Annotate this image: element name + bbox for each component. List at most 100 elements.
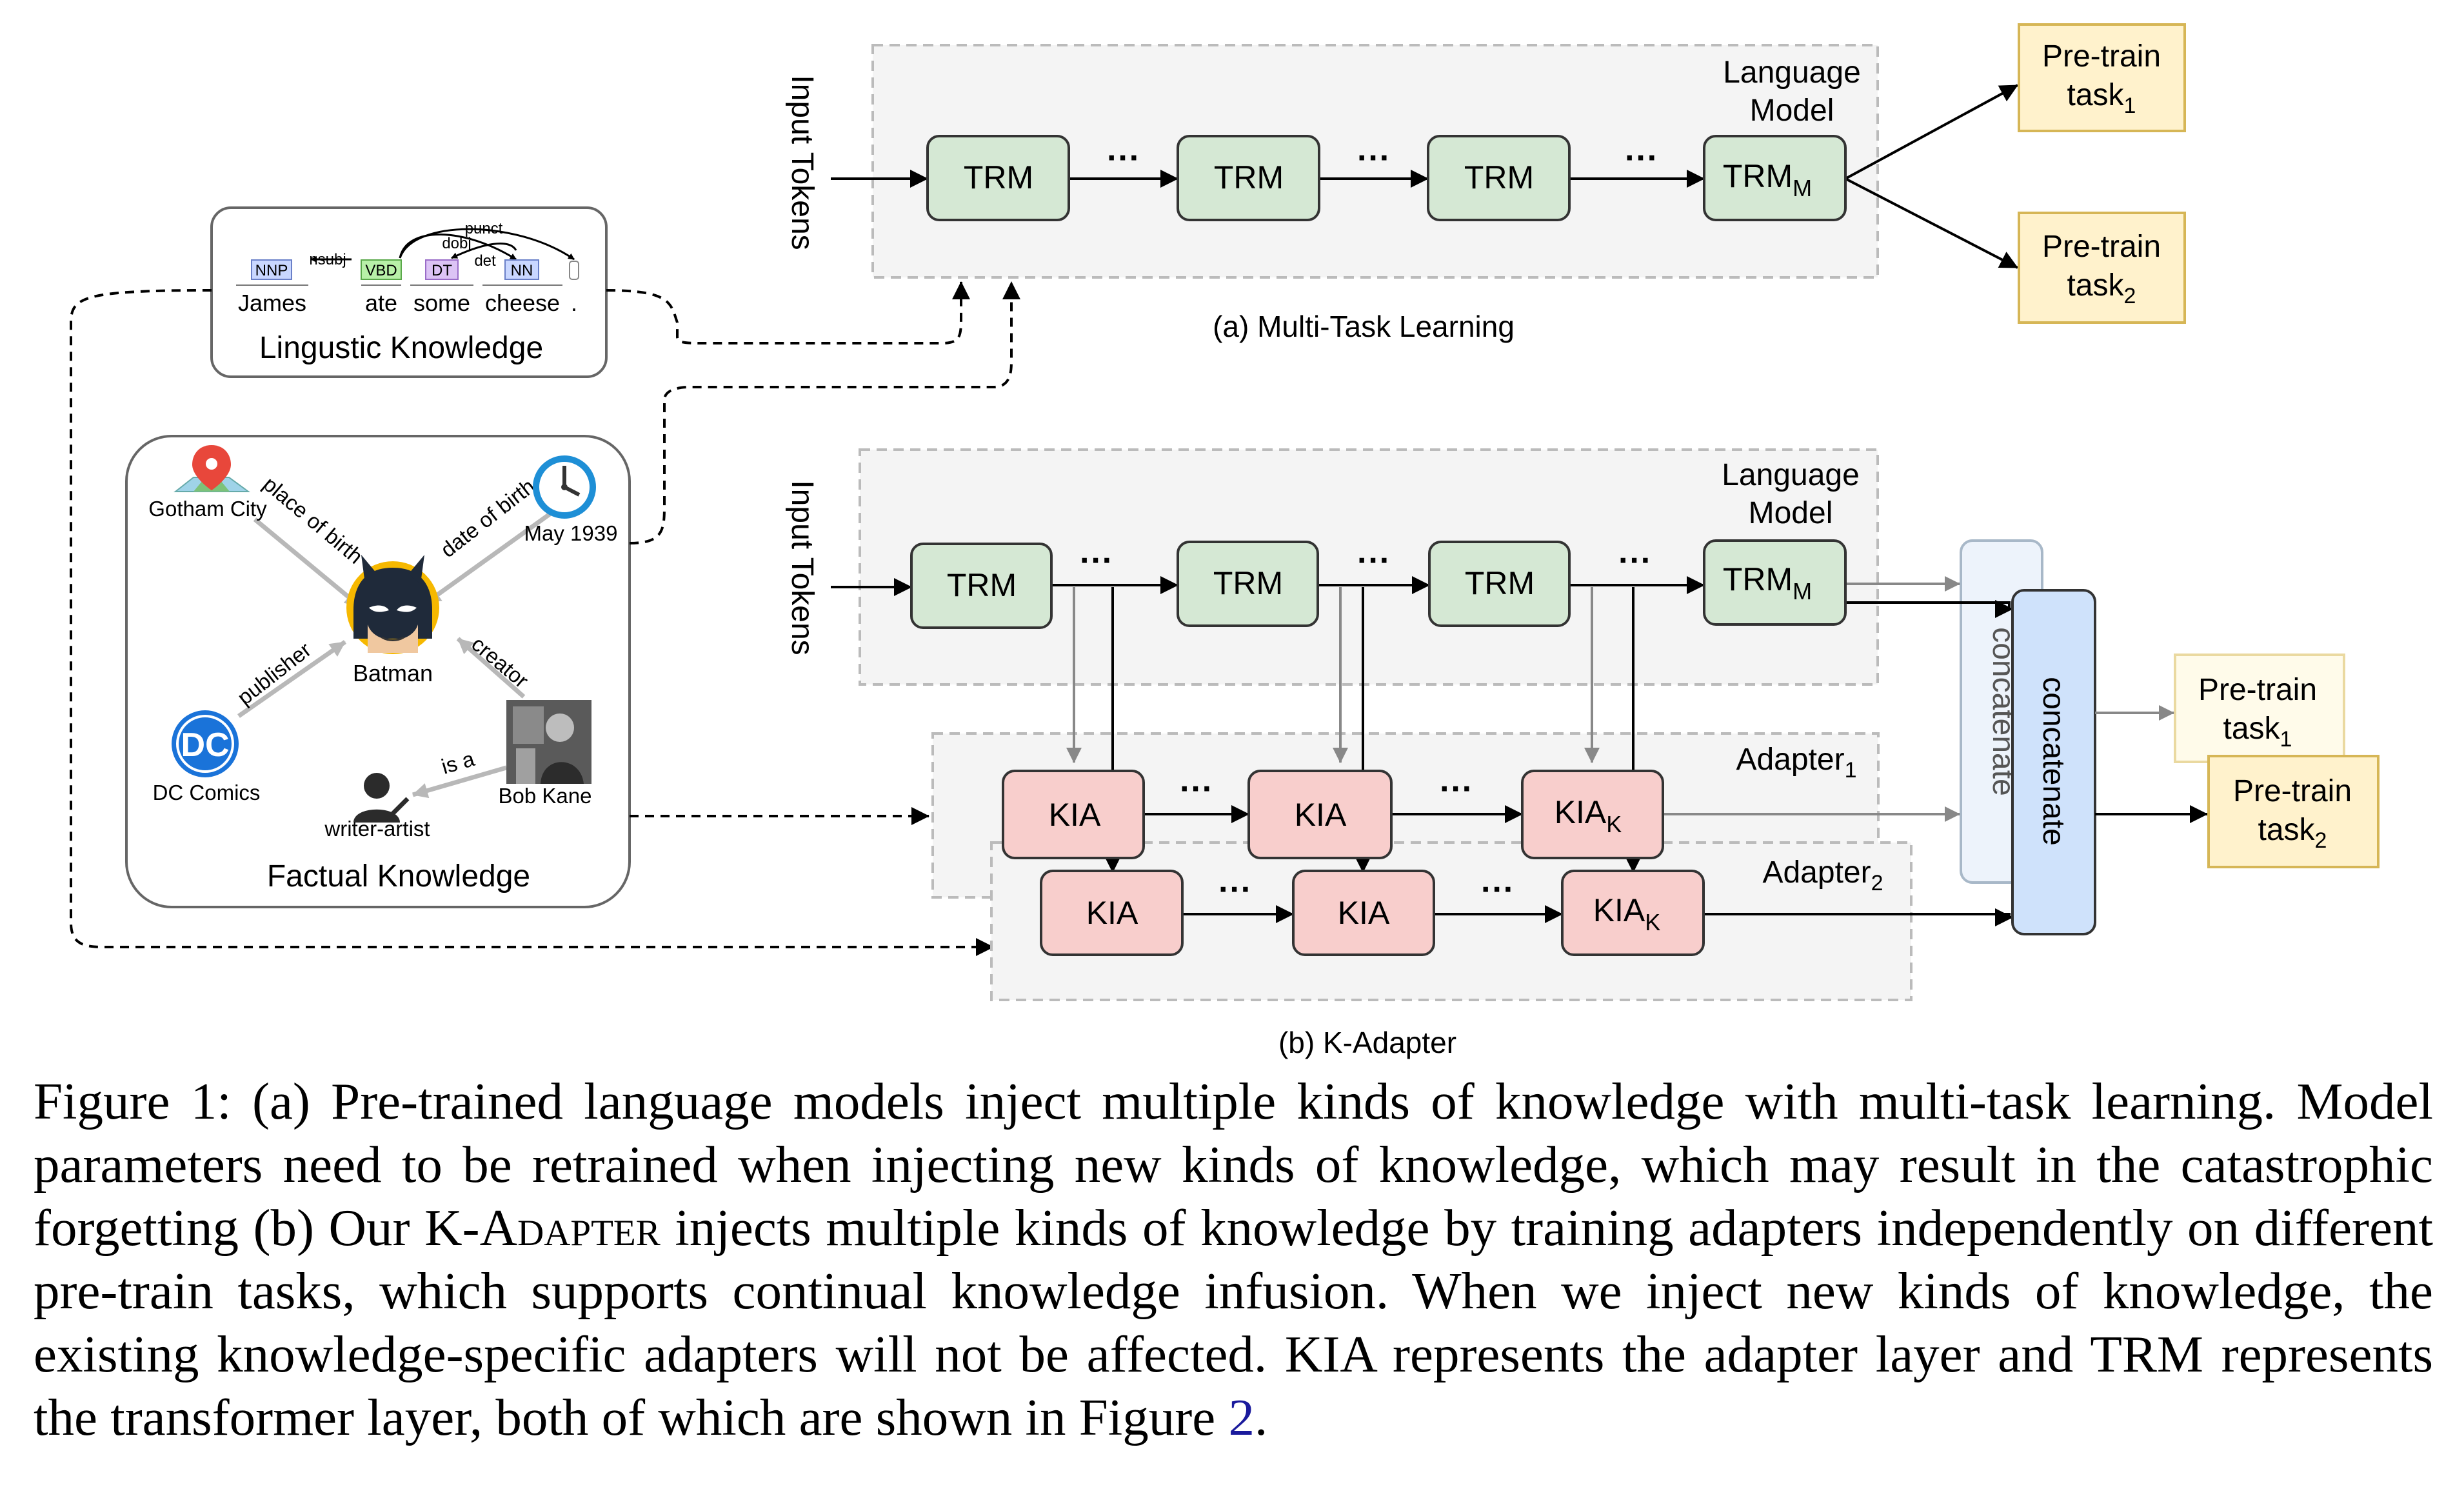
multi-task-learning-diagram: Language Model Input Tokens TRM ··· TRM … [785, 23, 2186, 343]
adapter-1-kia-k-label: KIAK [1555, 794, 1622, 837]
entity-writer-artist: writer-artist [324, 817, 430, 841]
caption-name-adapter: Adapter [479, 1199, 661, 1257]
mtl-dots-2: ··· [1357, 139, 1391, 177]
kad-pretrain-task-1 [2174, 654, 2345, 763]
arc-label-punct: punct [465, 220, 503, 237]
token-period: . [571, 290, 577, 316]
mtl-task-2-line-1: Pre-train [2042, 230, 2161, 264]
pos-tag-nn: NN [511, 262, 533, 279]
token-james: James [238, 290, 306, 316]
mtl-trm-m [1703, 135, 1847, 221]
token-some: some [413, 290, 470, 316]
kad-trm-m-label: TRMM [1723, 561, 1812, 604]
entity-gotham-city: Gotham City [148, 497, 267, 521]
linguistic-knowledge-panel: nsubj dobj det punct NNP VBD DT NN James… [210, 206, 608, 378]
dc-comics-logo-icon: DC [172, 710, 239, 777]
arc-label-det: det [474, 252, 496, 270]
pos-tag-vbd-pill [361, 259, 402, 280]
kad-dots-1: ··· [1080, 542, 1113, 579]
dependency-arcs [310, 228, 575, 263]
kad-trm-2-label: TRM [1213, 565, 1283, 601]
kad-trm-3-label: TRM [1465, 565, 1535, 601]
pos-tag-vbd: VBD [365, 262, 397, 279]
mtl-pretrain-task-1 [2018, 23, 2186, 132]
adapter-2-kia-2 [1292, 870, 1435, 956]
adapter-1-kia-k [1521, 770, 1664, 859]
caption-part-1: Figure 1: (a) Pre-trained language model… [34, 1072, 2433, 1257]
kad-trm-3 [1428, 541, 1571, 627]
adapter-1-kia-2 [1247, 770, 1393, 859]
pos-tag-nnp: NNP [255, 262, 288, 279]
entity-batman: Batman [353, 660, 433, 686]
bob-kane-photo [506, 700, 591, 784]
concatenate-front [2011, 589, 2096, 935]
kad-language-model-label-1: Language [1722, 458, 1860, 492]
k-adapter-diagram: Language Model Input Tokens Adapter1 Ada… [785, 448, 2380, 1059]
factual-knowledge-title: Factual Knowledge [267, 859, 530, 893]
kad-trm-1 [910, 543, 1053, 629]
arc-label-dobj: dobj [442, 235, 471, 252]
adapter-1-dots-2: ··· [1440, 770, 1473, 808]
mtl-trm-3 [1427, 135, 1571, 221]
adapter-1-kia-1-label: KIA [1049, 797, 1101, 833]
kad-input-tokens-label: Input Tokens [785, 480, 819, 655]
kad-task-2-line-1: Pre-train [2233, 774, 2352, 808]
kad-pretrain-task-2 [2207, 755, 2380, 868]
kad-dots-2: ··· [1357, 542, 1391, 579]
adapter-1-label: Adapter1 [1736, 743, 1856, 783]
entity-dc-comics: DC Comics [153, 781, 261, 804]
mtl-pretrain-task-2 [2018, 212, 2186, 324]
mtl-trm-2 [1177, 135, 1320, 221]
mtl-caption: (a) Multi-Task Learning [1213, 310, 1515, 343]
adapter-2-kia-2-label: KIA [1338, 895, 1390, 931]
mtl-task-2-line-2: task2 [2067, 268, 2136, 308]
linguistic-knowledge-title: Lingustic Knowledge [259, 331, 543, 365]
kad-language-model-label-2: Model [1749, 496, 1833, 530]
map-pin-icon [174, 445, 251, 492]
kad-trm-1-label: TRM [947, 567, 1017, 603]
caption-name-k: K- [424, 1199, 480, 1257]
adapter-2-dots-1: ··· [1218, 871, 1252, 908]
clock-icon [533, 455, 596, 519]
kad-dots-3: ··· [1618, 542, 1652, 579]
caption-part-2: injects multiple kinds of knowledge by t… [34, 1199, 2433, 1446]
arc-label-nsubj: nsubj [309, 251, 346, 268]
batman-icon [346, 555, 439, 654]
kad-caption: (b) K-Adapter [1278, 1026, 1456, 1059]
kad-trm-m [1703, 539, 1847, 626]
mtl-trm-m-label: TRMM [1723, 158, 1812, 201]
figure-2-reference-link[interactable]: 2 [1228, 1388, 1255, 1446]
adapter-1-dots-1: ··· [1180, 770, 1213, 808]
adapter-2-dots-2: ··· [1481, 871, 1515, 908]
pos-tag-nnp-pill [251, 259, 292, 280]
adapter-1-kia-2-label: KIA [1295, 797, 1347, 833]
token-ate: ate [365, 290, 397, 316]
kad-task-1-line-2: task1 [2223, 712, 2292, 752]
punct-token-pill [569, 261, 579, 280]
pos-tag-nn-pill [504, 259, 539, 280]
pos-tag-dt-pill [425, 259, 459, 280]
mtl-task-1-line-2: task1 [2067, 78, 2136, 118]
mtl-language-model-label-1: Language [1723, 55, 1861, 90]
mtl-input-tokens-label: Input Tokens [785, 75, 819, 250]
mtl-task-1-line-1: Pre-train [2042, 39, 2161, 74]
pos-tag-dt: DT [432, 262, 452, 279]
figure-caption: Figure 1: (a) Pre-trained language model… [34, 1070, 2433, 1449]
concatenate-front-label: concatenate [2036, 677, 2071, 846]
kad-task-1-line-1: Pre-train [2198, 673, 2317, 707]
adapter-1-kia-1 [1002, 770, 1145, 859]
mtl-dots-3: ··· [1625, 139, 1658, 177]
mtl-language-model-label-2: Model [1750, 94, 1834, 128]
entity-bob-kane: Bob Kane [499, 784, 592, 808]
token-cheese: cheese [485, 290, 560, 316]
caption-part-3: . [1254, 1388, 1268, 1446]
svg-text:DC: DC [181, 726, 229, 764]
adapter-2-kia-1 [1040, 870, 1184, 956]
mtl-dots-1: ··· [1107, 139, 1140, 177]
entity-may-1939: May 1939 [524, 521, 618, 545]
adapter-2-kia-k-label: KIAK [1593, 892, 1661, 935]
factual-knowledge-panel: place of birth date of birth publisher c… [125, 435, 631, 908]
writer-person-icon [353, 773, 410, 823]
mtl-trm-2-label: TRM [1214, 159, 1284, 195]
